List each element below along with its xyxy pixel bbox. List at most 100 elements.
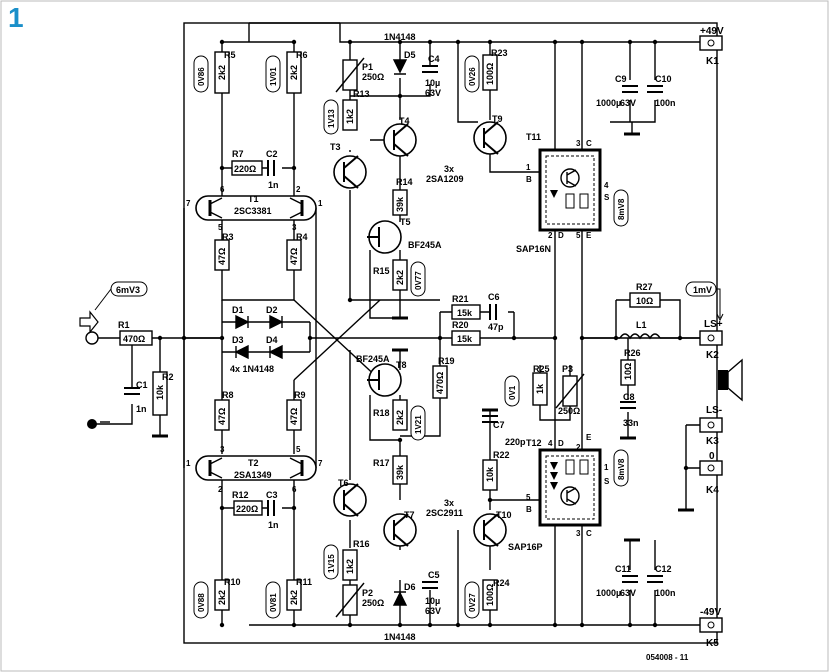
- t12-label: T12: [526, 438, 542, 448]
- v-r13: 1V13: [327, 109, 336, 128]
- resistor-r18: [392, 399, 408, 431]
- t12-type: SAP16P: [508, 542, 543, 552]
- c12-value: 100n: [655, 588, 676, 598]
- v-r5: 0V86: [197, 67, 206, 86]
- probe-r11: 0V81: [265, 581, 281, 619]
- resistor-r22: [482, 459, 498, 491]
- t12-pin5: 5: [526, 493, 531, 502]
- k4-id: K4: [706, 485, 719, 496]
- c3-value: 1n: [268, 520, 279, 530]
- d3-label: D3: [232, 335, 244, 345]
- transistor-t6: [333, 483, 367, 517]
- r4-name: R4: [296, 232, 308, 242]
- output-device-t12: 4 D E 1 S 2 5 B 3 C T12 SAP16P: [508, 433, 610, 552]
- c11-name: C11: [615, 564, 631, 574]
- lower-note1: 3x: [444, 498, 454, 508]
- t11-pin-e: E: [586, 231, 592, 240]
- t11-pin3: 3: [576, 139, 581, 148]
- r22-name: R22: [493, 450, 510, 460]
- r20-name: R20: [452, 320, 469, 330]
- r15-name: R15: [373, 266, 390, 276]
- c10-name: C10: [655, 74, 672, 84]
- r2-name: R2: [162, 372, 174, 382]
- c11-value2: 63V: [620, 588, 636, 598]
- resistor-r16: [342, 549, 358, 581]
- t11-pin5: 5: [576, 231, 581, 240]
- resistor-r10: [214, 579, 230, 611]
- r2-value: 10k: [155, 384, 165, 400]
- resistor-r17: [392, 455, 408, 485]
- k2-id: K2: [706, 350, 719, 361]
- r3-value: 47Ω: [217, 248, 227, 265]
- r27-name: R27: [636, 282, 653, 292]
- t2-pin1: 1: [186, 459, 191, 468]
- r21-value: 15k: [457, 308, 473, 318]
- capacitor-c7: [482, 415, 498, 423]
- t2-pin3: 3: [220, 445, 225, 454]
- r8-name: R8: [222, 390, 234, 400]
- capacitor-c11: [622, 575, 638, 583]
- resistor-r6: [286, 51, 302, 94]
- c5-value2: 63V: [425, 606, 441, 616]
- resistor-r24: [482, 579, 498, 611]
- transistor-labels: T4 T3 T5 BF245A T9 T8 BF245A T6 T7 T10 3…: [330, 114, 512, 520]
- t12-pin-b: B: [526, 505, 532, 514]
- k5-id: K5: [706, 638, 719, 649]
- c2-value: 1n: [268, 180, 279, 190]
- c4-value2: 63V: [425, 88, 441, 98]
- resistor-r1: [119, 330, 153, 346]
- r5-name: R5: [224, 50, 236, 60]
- c6-value: 47p: [488, 322, 504, 332]
- t12-pin4: 4: [548, 439, 553, 448]
- r17-value: 39k: [395, 464, 405, 480]
- c3-name: C3: [266, 490, 278, 500]
- t11-pin-c: C: [586, 139, 592, 148]
- t1-pin7: 7: [186, 199, 191, 208]
- resistor-r15: [392, 259, 408, 291]
- probe-r13: 1V13: [323, 99, 339, 135]
- t8-label: T8: [396, 360, 407, 370]
- transistor-t9: [473, 121, 507, 155]
- diode-d2: [269, 314, 284, 330]
- p2-value: 250Ω: [362, 598, 384, 608]
- c11-value1: 1000µ: [596, 588, 621, 598]
- k1-label: +49V: [700, 26, 724, 37]
- r21-name: R21: [452, 294, 469, 304]
- terminal-k2: LS+ K2: [699, 319, 723, 361]
- t2-pin5: 5: [296, 445, 301, 454]
- d2-label: D2: [266, 305, 278, 315]
- resistor-r5: [214, 51, 230, 94]
- capacitor-c8: [620, 401, 636, 409]
- p3-value: 250Ω: [558, 406, 580, 416]
- v-r6: 1V01: [269, 67, 278, 86]
- r14-value: 39k: [395, 196, 405, 212]
- t2-pin2: 2: [218, 485, 223, 494]
- v-r25: 0V1: [508, 385, 517, 400]
- r18-value: 2k2: [395, 410, 405, 425]
- transistor-t4: [383, 123, 417, 157]
- resistor-r7: [231, 160, 263, 176]
- t1-label: T1: [248, 194, 259, 204]
- t2-label: T2: [248, 458, 259, 468]
- resistor-r23: [482, 54, 498, 91]
- t2-pin7: 7: [318, 459, 323, 468]
- probe-r10: 0V88: [193, 581, 209, 619]
- c9-name: C9: [615, 74, 627, 84]
- potentiometers: [335, 57, 585, 618]
- outer-frame-line: [183, 22, 718, 644]
- transistor-t2: T2 2SA1349 1 3 5 7 2 6: [186, 445, 323, 494]
- speaker-icon: [718, 358, 743, 402]
- diode-d4: [268, 344, 283, 360]
- t1-type: 2SC3381: [234, 206, 272, 216]
- v-t12: 8mV8: [617, 458, 626, 480]
- capacitor-c12: [647, 575, 663, 583]
- r5-value: 2k2: [217, 65, 227, 80]
- t12-pin-d: D: [558, 439, 564, 448]
- transistor-internals: [343, 121, 499, 547]
- resistor-r8: [214, 399, 230, 431]
- r23-name: R23: [491, 48, 508, 58]
- terminal-k4: 0 K4: [699, 451, 723, 496]
- resistor-r26: [620, 359, 636, 386]
